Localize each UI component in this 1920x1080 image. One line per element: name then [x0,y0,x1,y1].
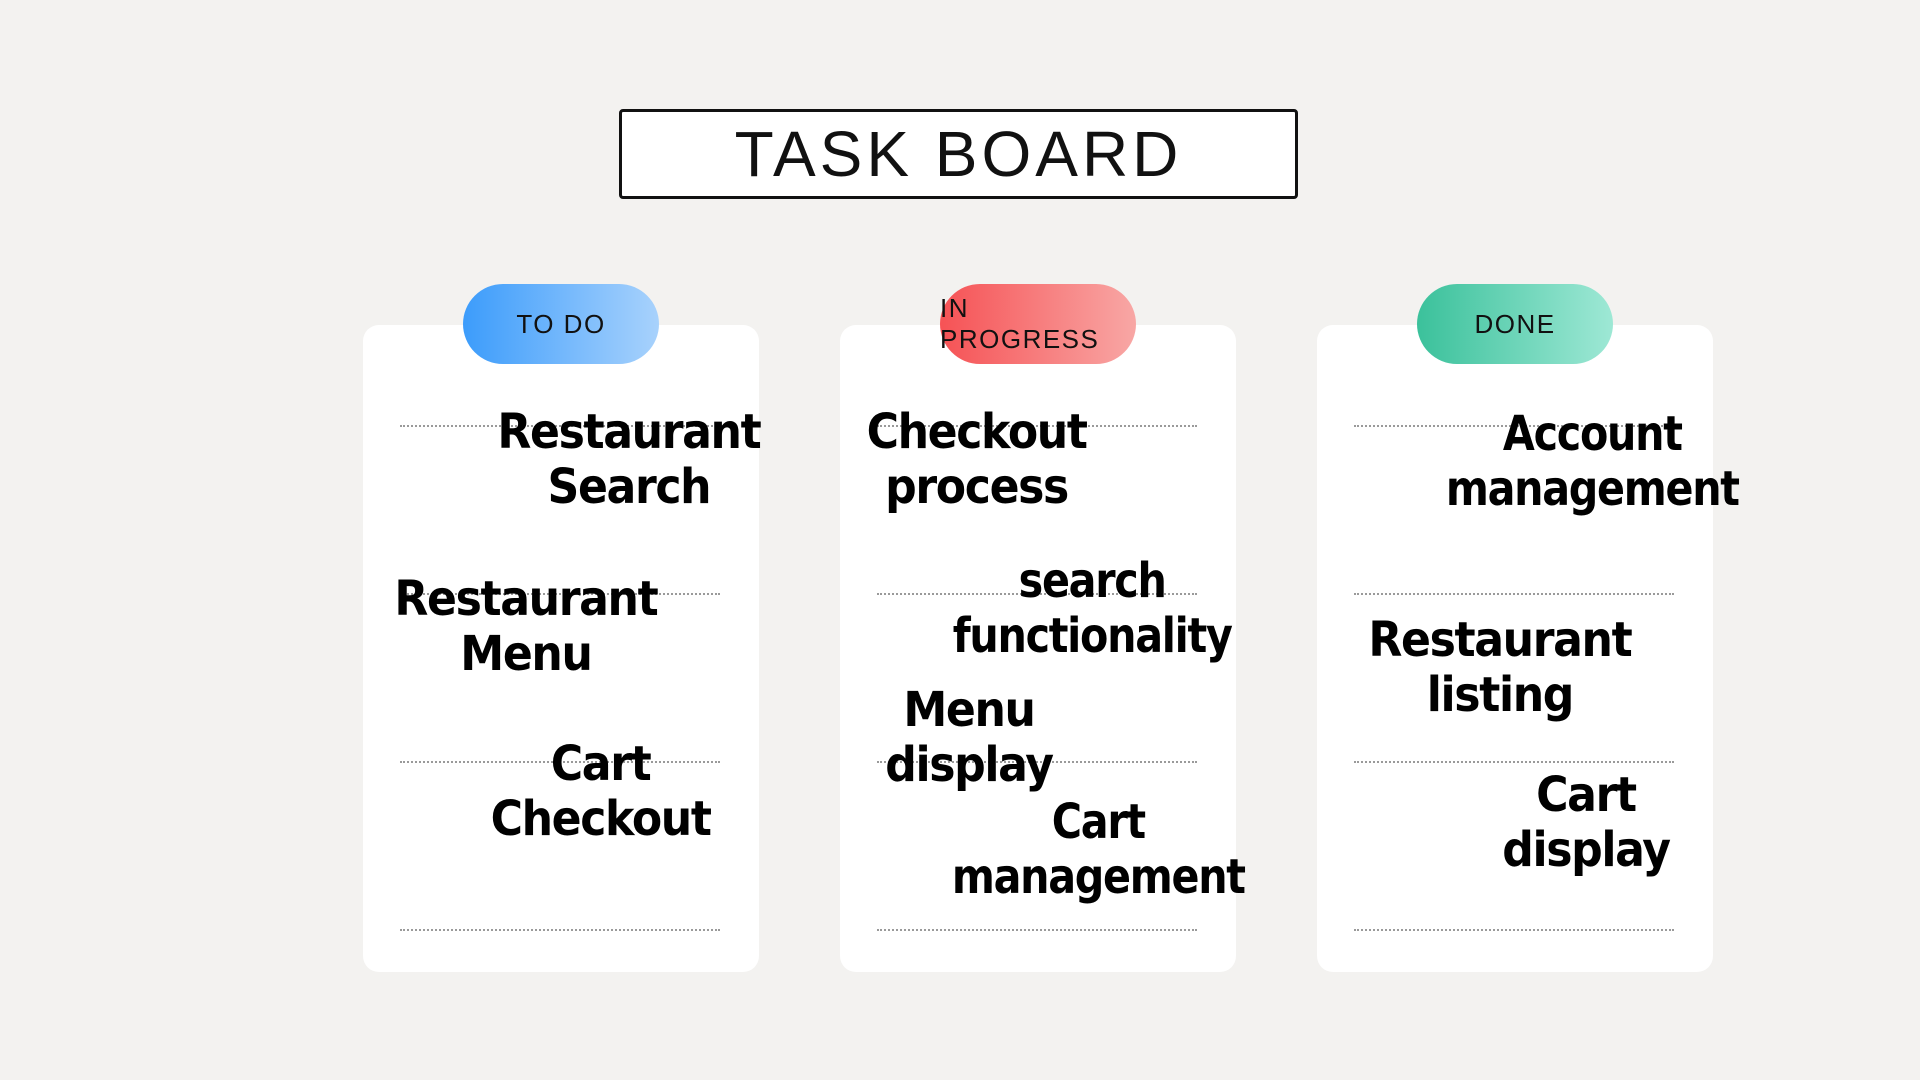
task-card[interactable]: Cart management [951,794,1246,905]
board-title-box: TASK BOARD [619,109,1298,199]
divider [400,425,720,427]
column-done: DONE Account management Restaurant listi… [1317,284,1740,972]
board-title: TASK BOARD [734,118,1183,190]
divider [1354,929,1674,931]
divider [400,929,720,931]
divider [877,593,1197,595]
task-card[interactable]: search functionality [952,553,1233,664]
task-card[interactable]: Cart display [1502,767,1671,878]
column-header-todo[interactable]: TO DO [463,284,659,364]
divider [1354,761,1674,763]
divider [400,593,720,595]
task-card[interactable]: Menu display [885,682,1054,793]
divider [877,761,1197,763]
column-header-in-progress[interactable]: IN PROGRESS [940,284,1136,364]
divider [877,425,1197,427]
divider [1354,425,1674,427]
task-card[interactable]: Restaurant Search [497,404,761,515]
column-in-progress: IN PROGRESS Checkout process search func… [840,284,1246,972]
task-card[interactable]: Restaurant Menu [394,571,658,682]
task-card[interactable]: Restaurant listing [1368,612,1632,723]
divider [400,761,720,763]
column-todo: TO DO Restaurant Search Restaurant Menu … [363,284,762,972]
task-card[interactable]: Cart Checkout [490,736,712,847]
task-card[interactable]: Account management [1445,406,1740,517]
column-header-done[interactable]: DONE [1417,284,1613,364]
divider [1354,593,1674,595]
task-card[interactable]: Checkout process [866,404,1088,515]
divider [877,929,1197,931]
